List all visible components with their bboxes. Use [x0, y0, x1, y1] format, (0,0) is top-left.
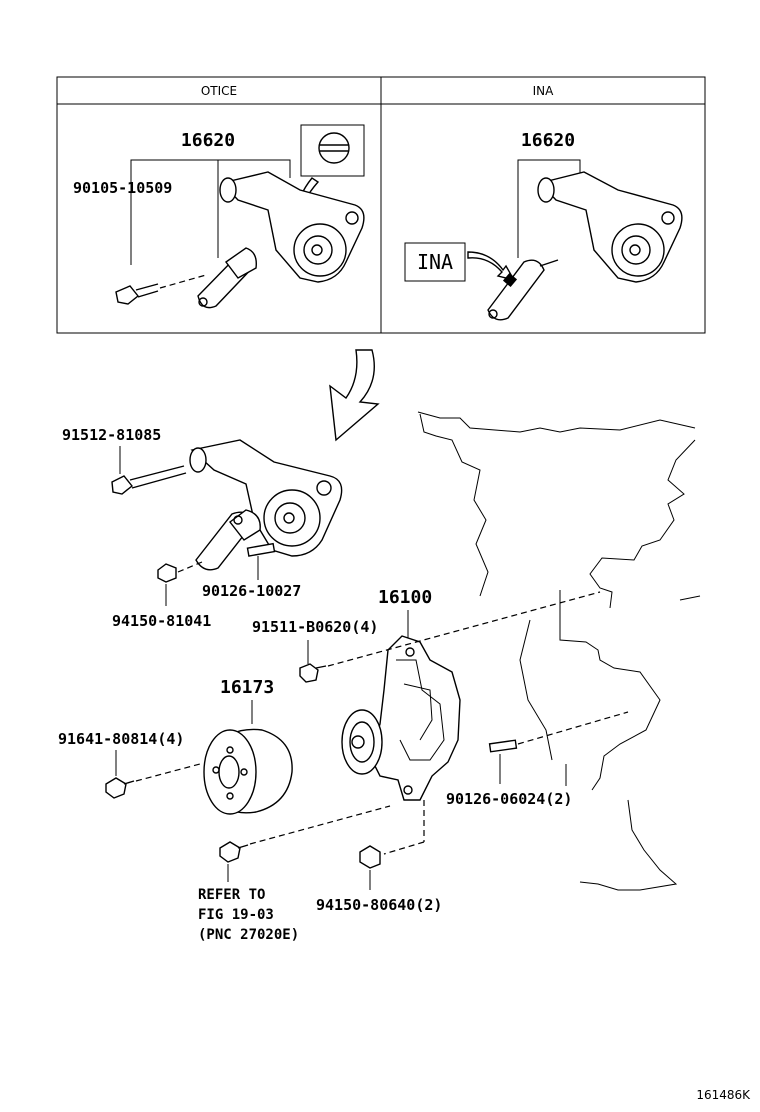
water-pump: 16100 91511-B0620(4) 90126-06024(2) 9415… [252, 587, 629, 914]
stud-top-label: 90126-10027 [202, 582, 301, 600]
tensioner-assembly: 91512-81085 90126-10027 94150-81041 [62, 426, 343, 630]
ina-tag: INA [417, 250, 453, 274]
pump-label: 16100 [378, 587, 432, 608]
nut-top-label: 94150-81041 [112, 612, 211, 630]
engine-block-outline [417, 411, 701, 891]
ina-cell: 16620 INA [404, 130, 683, 321]
otice-assembly-label: 16620 [181, 130, 235, 151]
pulley: 16173 91641-80814(4) [58, 677, 293, 815]
refer-line-2: FIG 19-03 [198, 907, 274, 923]
ina-header: INA [533, 84, 555, 98]
otice-bolt-label: 90105-10509 [73, 179, 172, 197]
refer-line-1: REFER TO [198, 887, 265, 903]
pulley-bolt-label: 91641-80814(4) [58, 730, 184, 748]
pulley-label: 16173 [220, 677, 274, 698]
pump-bolt-label: 91511-B0620(4) [252, 618, 378, 636]
nut-bottom-label: 94150-80640(2) [316, 896, 442, 914]
stud-bottom-label: 90126-06024(2) [446, 790, 572, 808]
variant-table: OTICE INA [56, 76, 706, 334]
figure-code: 161486K [696, 1088, 751, 1102]
otice-cell: 16620 90105-10509 [73, 124, 365, 309]
refer-line-3: (PNC 27020E) [198, 927, 299, 943]
otice-header: OTICE [201, 84, 237, 98]
direction-arrow [329, 349, 380, 442]
bolt-top-label: 91512-81085 [62, 426, 161, 444]
ina-assembly-label: 16620 [521, 130, 575, 151]
refer-bolt: REFER TO FIG 19-03 (PNC 27020E) [198, 805, 391, 943]
